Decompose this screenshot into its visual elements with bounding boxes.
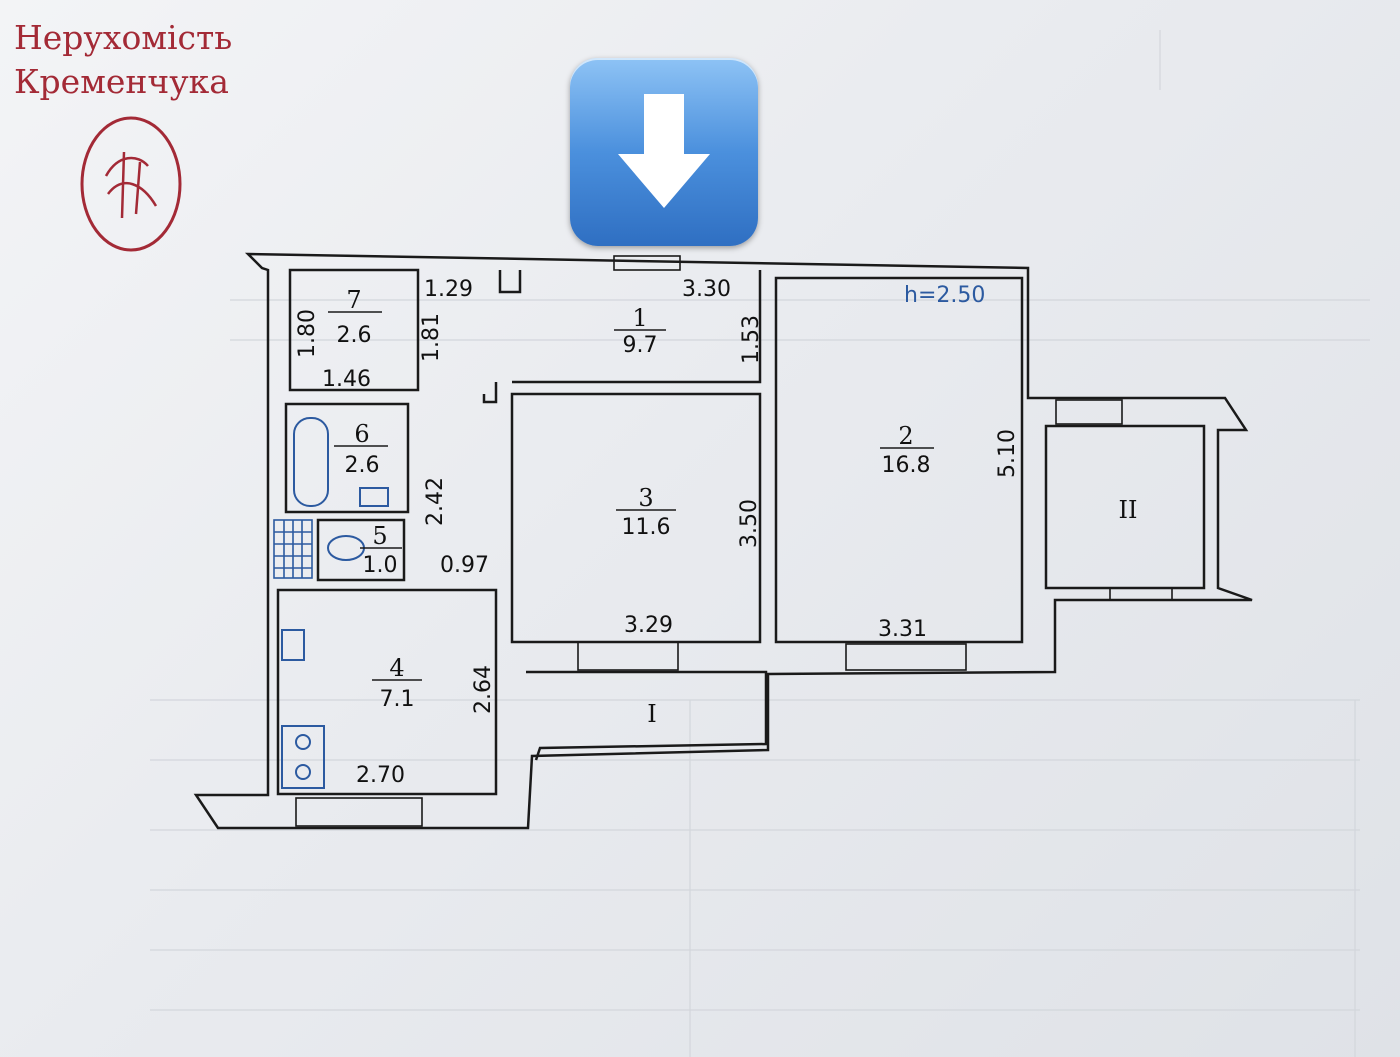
balcony-2-label: II [1119, 496, 1138, 524]
room-5-area: 1.0 [363, 553, 398, 578]
dimension-1-46: 1.46 [322, 367, 371, 392]
dimension-1-29: 1.29 [424, 277, 473, 302]
room-7-area: 2.6 [337, 323, 372, 348]
dimension-3-50: 3.50 [737, 499, 762, 548]
dimension-5-10: 5.10 [995, 429, 1020, 478]
watermark: Нерухомість Кременчука [14, 16, 254, 104]
balcony-1-label: I [647, 700, 656, 728]
dimension-3-30: 3.30 [682, 277, 731, 302]
room-7-number: 7 [346, 286, 361, 314]
dimension-1-80: 1.80 [295, 309, 320, 358]
watermark-monogram-logo [80, 116, 182, 252]
room-3-number: 3 [638, 484, 653, 512]
room-4-number: 4 [389, 654, 404, 682]
dimension-1-81: 1.81 [419, 313, 444, 362]
room-2-area: 16.8 [882, 453, 931, 478]
dimension-1-53: 1.53 [739, 315, 764, 364]
dimension-2-70: 2.70 [356, 763, 405, 788]
dimension-0-97: 0.97 [440, 553, 489, 578]
room-6-number: 6 [354, 420, 369, 448]
dimension-3-31: 3.31 [878, 617, 927, 642]
ceiling-height-note: h=2.50 [904, 283, 985, 308]
dimension-3-29: 3.29 [624, 613, 673, 638]
room-1-number: 1 [632, 304, 647, 332]
download-button[interactable] [570, 58, 758, 246]
room-5-number: 5 [372, 522, 387, 550]
room-1-area: 9.7 [623, 333, 658, 358]
dimension-2-42: 2.42 [423, 477, 448, 526]
down-arrow-icon [618, 94, 710, 208]
room-3-area: 11.6 [622, 515, 671, 540]
dimension-2-64: 2.64 [471, 665, 496, 714]
room-4-area: 7.1 [380, 687, 415, 712]
room-6-area: 2.6 [345, 453, 380, 478]
room-2-number: 2 [898, 422, 913, 450]
watermark-line-1: Нерухомість [14, 18, 233, 57]
watermark-line-2: Кременчука [14, 62, 229, 101]
